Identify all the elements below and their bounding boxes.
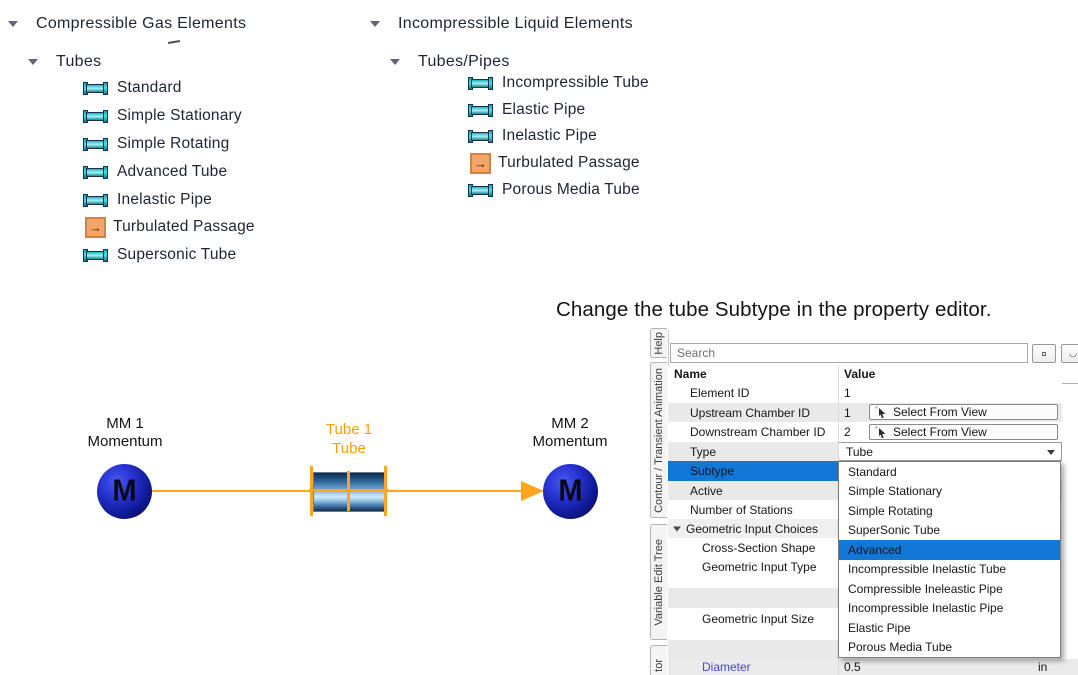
tree-item-turbulated-passage[interactable]: → Turbulated Passage (83, 215, 255, 239)
select-from-view-button[interactable]: Select From View (869, 424, 1058, 440)
expander-icon[interactable] (390, 59, 400, 65)
dropdown-item-porous-media-tube[interactable]: Porous Media Tube (848, 640, 953, 655)
expander-icon[interactable] (673, 526, 681, 531)
tube-icon (468, 103, 493, 117)
node-label-mm2: MM 2 Momentum (532, 415, 608, 450)
property-row-diameter[interactable]: Diameter 0.5 in (668, 659, 1078, 675)
tree-item-standard[interactable]: Standard (83, 76, 182, 100)
cropped-text-artifact (167, 39, 181, 45)
dropdown-item-incompressible-inelastic-pipe[interactable]: Incompressible Inelastic Pipe (848, 601, 1004, 616)
dropdown-item-supersonic-tube[interactable]: SuperSonic Tube (848, 523, 941, 538)
dropdown-item-standard[interactable]: Standard (848, 464, 897, 479)
tube-element[interactable] (309, 466, 389, 516)
tube-icon (83, 193, 108, 207)
dropdown-item-compressible-ineleastic-pipe[interactable]: Compressible Ineleastic Pipe (848, 581, 1003, 596)
dropdown-item-incompressible-inelastic-tube[interactable]: Incompressible Inelastic Tube (848, 562, 1007, 577)
property-row-element-id[interactable]: Element ID 1 (668, 383, 1062, 403)
dropdown-item-advanced[interactable]: Advanced (839, 540, 1060, 560)
grid-header: Name Value (668, 366, 1078, 384)
tree-title: Compressible Gas Elements (36, 15, 247, 32)
search-options-button[interactable]: ¤ (1032, 344, 1056, 363)
tab-clipped[interactable]: tor (650, 645, 667, 675)
property-row-downstream-chamber-id[interactable]: Downstream Chamber ID 2 Select From View (668, 422, 1062, 442)
column-header-name: Name (674, 367, 707, 381)
tree-group-label: Tubes (56, 53, 102, 70)
tree-group-tubes-pipes[interactable]: Tubes/Pipes (390, 50, 510, 74)
node-label-mm1: MM 1 Momentum (87, 415, 163, 450)
tube-icon (468, 183, 493, 197)
type-combobox[interactable]: Tube (838, 442, 1062, 461)
tree-item-supersonic-tube[interactable]: Supersonic Tube (83, 243, 236, 267)
clipped-icon: ◡ (1069, 348, 1077, 358)
clipped-button[interactable]: ◡ (1061, 344, 1078, 363)
caption: Change the tube Subtype in the property … (556, 298, 992, 321)
node-letter: M (558, 474, 583, 508)
search-options-icon: ¤ (1041, 348, 1047, 359)
tree-item-inelastic-pipe[interactable]: Inelastic Pipe (83, 188, 212, 212)
momentum-node-mm1[interactable]: M (97, 464, 152, 519)
tree-item-inelastic-pipe-2[interactable]: Inelastic Pipe (468, 124, 597, 148)
subtype-dropdown: Standard Simple Stationary Simple Rotati… (838, 461, 1061, 658)
chevron-down-icon (1047, 450, 1055, 455)
tree-item-incompressible-tube[interactable]: Incompressible Tube (468, 71, 649, 95)
tube-icon (83, 165, 108, 179)
expander-icon[interactable] (370, 21, 380, 27)
select-cursor-icon (875, 406, 886, 418)
search-input[interactable] (670, 343, 1028, 363)
column-header-value: Value (844, 367, 876, 381)
dropdown-item-simple-rotating[interactable]: Simple Rotating (848, 503, 933, 518)
turbulated-passage-icon: → (470, 152, 491, 174)
flow-arrow-icon (521, 481, 544, 501)
property-row-subtype[interactable]: Subtype (668, 461, 1062, 481)
tree-item-elastic-pipe[interactable]: Elastic Pipe (468, 98, 585, 122)
tree-group-label: Tubes/Pipes (418, 53, 510, 70)
empty-row (668, 640, 838, 659)
tree-compressible-root[interactable]: Compressible Gas Elements (8, 12, 246, 36)
tube-label: Tube 1 Tube (325, 421, 373, 457)
property-row-type[interactable]: Type Tube (668, 442, 1062, 461)
tube-icon (83, 248, 108, 262)
tab-contour-transient-animation[interactable]: Contour / Transient Animation (650, 362, 667, 518)
tube-icon (83, 81, 108, 95)
unit-label: in (1038, 660, 1048, 674)
select-cursor-icon (875, 426, 886, 438)
tree-item-simple-stationary[interactable]: Simple Stationary (83, 104, 242, 128)
node-letter: M (112, 474, 137, 508)
property-row-upstream-chamber-id[interactable]: Upstream Chamber ID 1 Select From View (668, 403, 1062, 422)
momentum-node-mm2[interactable]: M (543, 464, 598, 519)
tube-icon (468, 76, 493, 90)
expander-icon[interactable] (8, 21, 18, 27)
tree-item-porous-media-tube[interactable]: Porous Media Tube (468, 178, 640, 202)
tree-item-simple-rotating[interactable]: Simple Rotating (83, 132, 229, 156)
tree-incompressible-root[interactable]: Incompressible Liquid Elements (370, 12, 633, 36)
expander-icon[interactable] (28, 59, 38, 65)
dropdown-item-elastic-pipe[interactable]: Elastic Pipe (848, 620, 911, 635)
empty-row (668, 588, 838, 608)
tree-title: Incompressible Liquid Elements (398, 15, 633, 32)
tab-help[interactable]: Help (650, 328, 667, 358)
tree-item-turbulated-passage-2[interactable]: → Turbulated Passage (468, 151, 640, 175)
tree-group-tubes[interactable]: Tubes (28, 50, 101, 74)
tube-icon (83, 137, 108, 151)
dropdown-item-simple-stationary[interactable]: Simple Stationary (848, 484, 943, 499)
turbulated-passage-icon: → (85, 216, 106, 238)
tube-icon (468, 129, 493, 143)
select-from-view-button[interactable]: Select From View (869, 404, 1058, 420)
tab-variable-edit-tree[interactable]: Variable Edit Tree (650, 524, 667, 640)
tube-icon (83, 109, 108, 123)
tree-item-advanced-tube[interactable]: Advanced Tube (83, 160, 227, 184)
